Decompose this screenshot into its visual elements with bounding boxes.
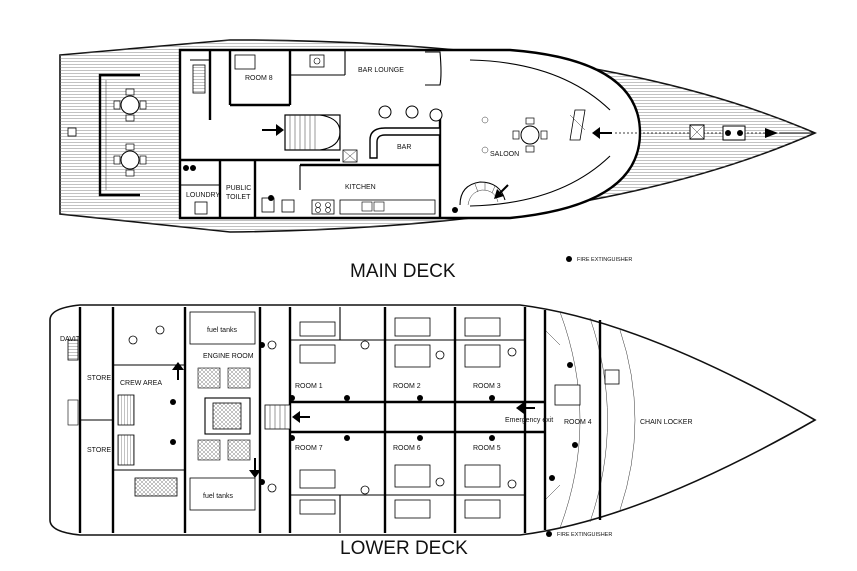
forward-arrow-icon [592,127,612,139]
lower-staircase [264,404,291,430]
room1-label: ROOM 1 [295,383,323,390]
main-deck-title: MAIN DECK [350,261,456,282]
helm-station [569,109,586,141]
lower-deck: DAVIT STORE STORE CREW AREA fuel tanks E… [49,304,817,559]
main-deck-legend-dot [566,256,572,262]
cabin-toilets [128,325,517,495]
public-toilet-label-line1: PUBLIC [226,185,251,192]
crew-arrow-icon [172,362,184,380]
lower-deck-fire-extinguishers [170,342,578,485]
bar-stool [378,105,392,119]
room4-label: ROOM 4 [564,419,592,426]
emergency-exit-arrow-icon [516,402,535,414]
public-toilet-sink [281,199,295,213]
engine-room-equipment [189,311,256,511]
davit [67,339,79,361]
kitchen-counter [339,199,436,215]
kitchen-sink [361,201,373,212]
saloon-label: SALOON [490,151,519,158]
saloon-table [512,117,548,153]
crew-area-label: CREW AREA [120,380,162,387]
lower-deck-title: LOWER DECK [340,538,468,559]
chain-locker-label: CHAIN LOCKER [640,419,693,426]
cabin-beds [299,317,581,519]
saloon-sofa-bottom [469,155,611,207]
laundry-label: LOUNDRY [186,192,220,199]
aft-deck-bench [98,73,140,197]
engine-room-label: ENGINE ROOM [203,353,254,360]
emergency-exit-label: Emergency exit [505,417,553,424]
cabin-partitions [290,307,525,533]
store-bottom-label: STORE [87,447,111,454]
room3-label: ROOM 3 [473,383,501,390]
lower-deck-legend-dot [546,531,552,537]
bar-stool [429,108,443,122]
store-top-label: STORE [87,375,111,382]
lower-deck-legend-label: FIRE EXTINGUISHER [557,532,612,538]
room7-label: ROOM 7 [295,445,323,452]
bar-stool [405,105,419,119]
main-deck-staircase [284,114,341,151]
aft-table-top [113,88,147,122]
chain-locker-hatch [604,369,620,385]
room5-label: ROOM 5 [473,445,501,452]
kitchen-stove [311,199,335,215]
main-deck: ROOM 8 BAR LOUNGE BAR SALOON KITCHEN LOU… [59,39,817,282]
public-toilet-label-line2: TOILET [226,194,251,201]
bow-fairlead [765,128,778,138]
spiral-stair-arrow-icon [494,184,509,199]
room2-label: ROOM 2 [393,383,421,390]
lower-arrow-icon [292,411,310,423]
main-deck-fire-extinguishers [183,165,458,213]
room8-label: ROOM 8 [245,75,273,82]
aft-table-bottom [113,143,147,177]
bar-label: BAR [397,144,411,151]
davit-lower [67,399,79,426]
room8-toilet [309,54,325,68]
lower-deck-corridor [290,400,545,434]
stair-arrow-icon [262,124,284,136]
aft-hatch [67,127,77,137]
room6-label: ROOM 6 [393,445,421,452]
bar-lounge-sofa [425,51,442,86]
davit-label: DAVIT [60,336,81,343]
windlass [722,125,746,141]
kitchen-label: KITCHEN [345,184,376,191]
lower-deck-bow-ribs [544,311,636,529]
crew-area-bunks [117,394,178,497]
fuel-tanks-top-label: fuel tanks [207,327,237,334]
fuel-tanks-bottom-label: fuel tanks [203,493,233,500]
bar-counter [369,127,441,159]
room8-bed [234,54,256,70]
bar-lounge-label: BAR LOUNGE [358,67,404,74]
kitchen-sink [373,201,385,212]
main-deck-legend-label: FIRE EXTINGUISHER [577,257,632,263]
saloon-sofa-top [469,59,611,111]
engine-arrow-icon [249,458,261,478]
laundry-machine [194,201,208,215]
lower-deck-hull [49,304,817,536]
